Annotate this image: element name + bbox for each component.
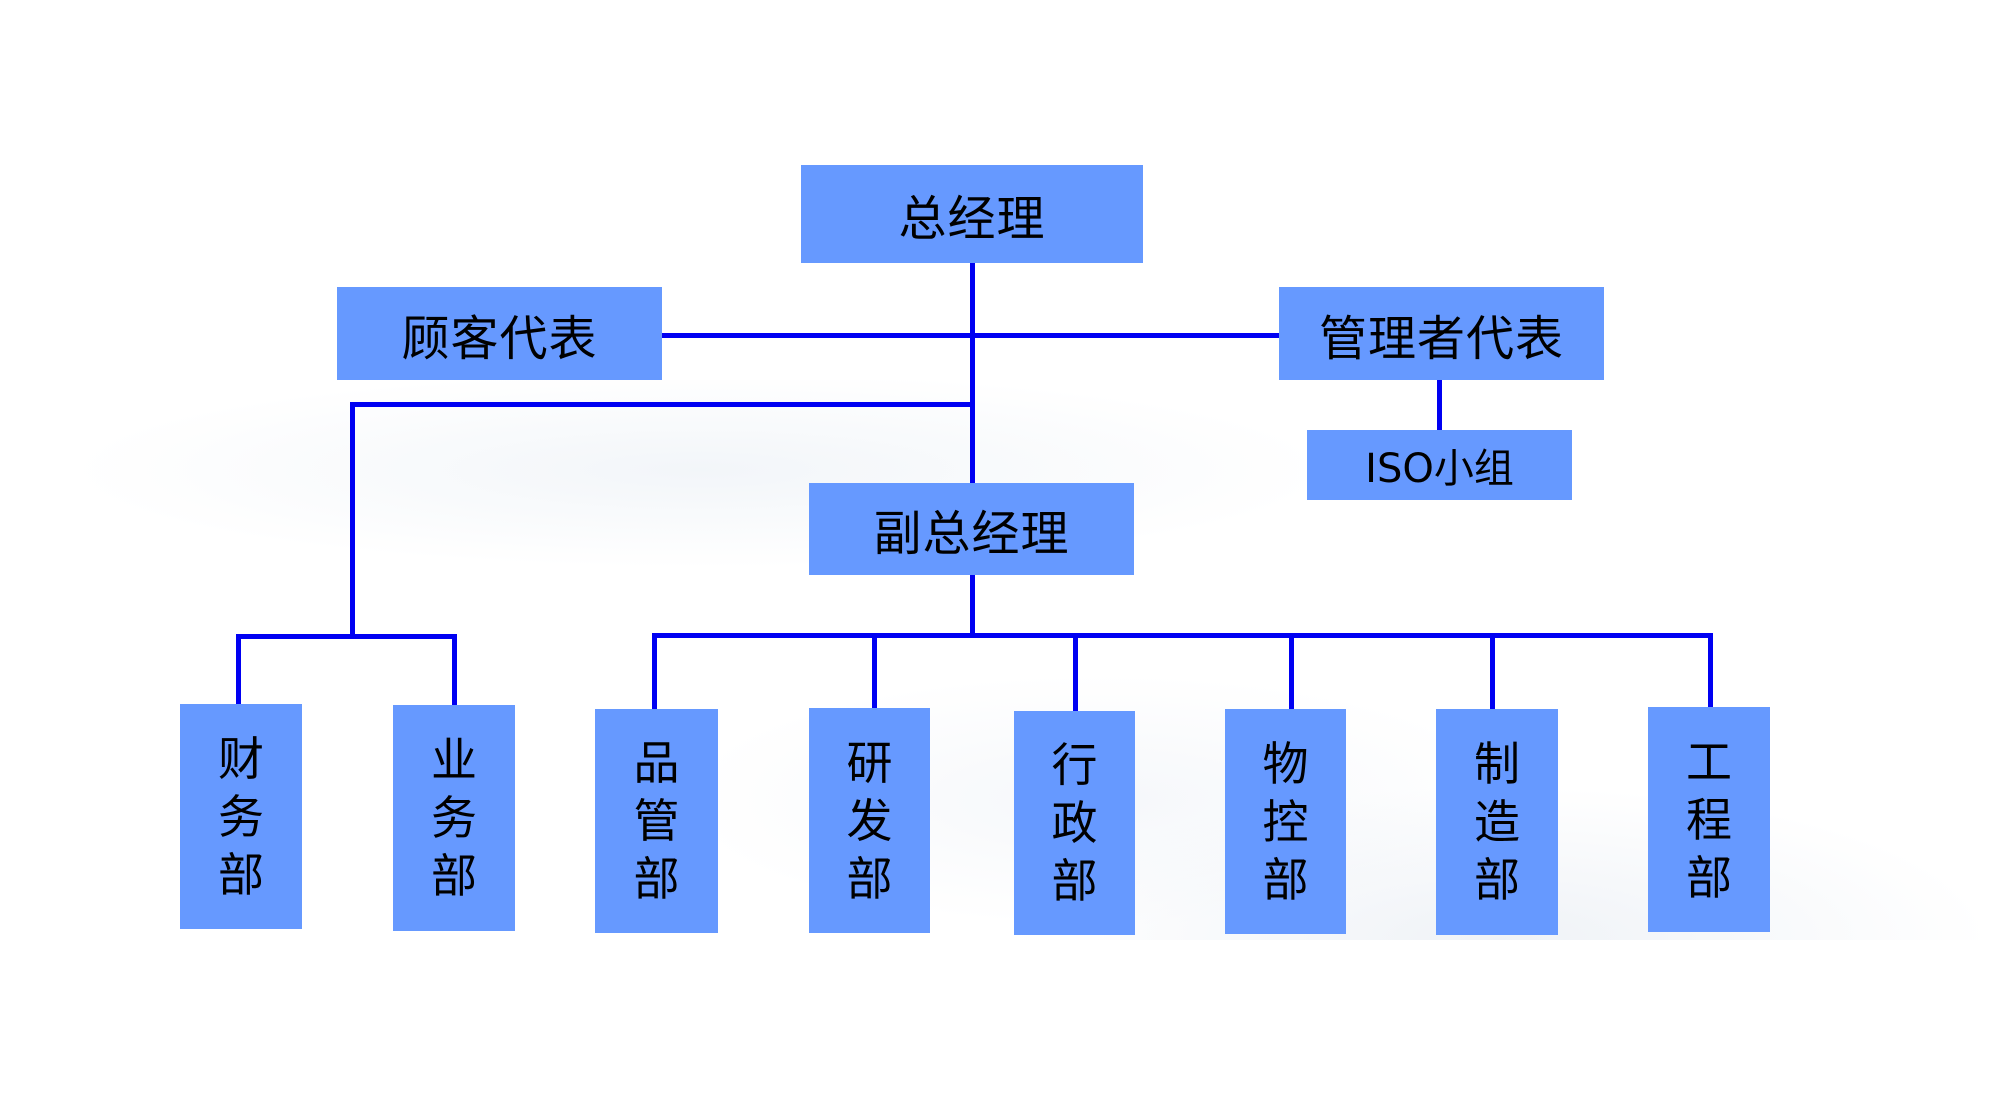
- connector-mgmt-rep-to-iso: [1437, 380, 1442, 430]
- connector-engineering: [1708, 633, 1713, 708]
- connector-deputy-down: [970, 575, 975, 637]
- connector-left-branch-vertical: [350, 402, 355, 639]
- connector-left-branch-horizontal: [350, 402, 975, 407]
- node-char: 政: [1051, 796, 1098, 850]
- node-char: 工: [1686, 734, 1732, 789]
- node-finance-dept: 财 务 部: [180, 704, 302, 929]
- node-char: 部: [1474, 853, 1520, 907]
- node-char: 造: [1474, 795, 1520, 849]
- node-char: 部: [218, 847, 264, 902]
- connector-quality: [652, 633, 657, 709]
- connector-reps-horizontal: [662, 333, 1279, 338]
- connector-finance: [236, 634, 241, 705]
- node-engineering-dept: 工 程 部: [1648, 707, 1770, 932]
- node-management-rep: 管理者代表: [1279, 287, 1604, 380]
- connector-material: [1289, 633, 1294, 709]
- node-char: 财: [218, 731, 264, 786]
- node-admin-dept: 行 政 部: [1014, 711, 1135, 935]
- node-label: 管理者代表: [1318, 310, 1564, 367]
- node-char: 品: [633, 736, 680, 790]
- node-business-dept: 业 务 部: [393, 705, 515, 931]
- connector-right-bus: [652, 633, 1713, 638]
- connector-left-bus: [236, 634, 457, 639]
- node-char: 务: [431, 791, 477, 845]
- node-char: 控: [1262, 794, 1309, 849]
- node-char: 部: [1051, 854, 1098, 908]
- node-label: 总经理: [898, 191, 1046, 247]
- node-char: 部: [1262, 852, 1309, 907]
- node-manufacturing-dept: 制 造 部: [1436, 709, 1558, 935]
- node-deputy-general-manager: 副总经理: [809, 483, 1134, 575]
- node-char: 部: [431, 849, 477, 903]
- node-rnd-dept: 研 发 部: [809, 708, 930, 933]
- node-char: 管: [633, 794, 680, 848]
- node-general-manager: 总经理: [801, 165, 1143, 263]
- node-quality-dept: 品 管 部: [595, 709, 718, 933]
- connector-manufacturing: [1490, 633, 1495, 709]
- node-label: 顾客代表: [401, 310, 598, 367]
- connector-rnd: [872, 633, 877, 709]
- node-char: 制: [1474, 737, 1520, 791]
- node-char: 部: [633, 852, 680, 906]
- connector-gm-to-deputy: [970, 263, 975, 483]
- node-material-control-dept: 物 控 部: [1225, 709, 1346, 934]
- node-customer-rep: 顾客代表: [337, 287, 662, 380]
- node-iso-group: ISO小组: [1307, 430, 1572, 500]
- node-char: 程: [1686, 792, 1732, 847]
- node-char: 行: [1051, 738, 1098, 792]
- node-char: 发: [846, 793, 893, 848]
- node-label: ISO小组: [1365, 446, 1514, 492]
- connector-business: [452, 634, 457, 706]
- node-char: 研: [846, 735, 893, 790]
- node-char: 部: [1686, 850, 1732, 905]
- node-char: 部: [846, 851, 893, 906]
- connector-admin: [1073, 633, 1078, 711]
- node-label: 副总经理: [873, 506, 1070, 562]
- node-char: 物: [1262, 736, 1309, 791]
- node-char: 务: [218, 789, 264, 844]
- node-char: 业: [431, 733, 477, 787]
